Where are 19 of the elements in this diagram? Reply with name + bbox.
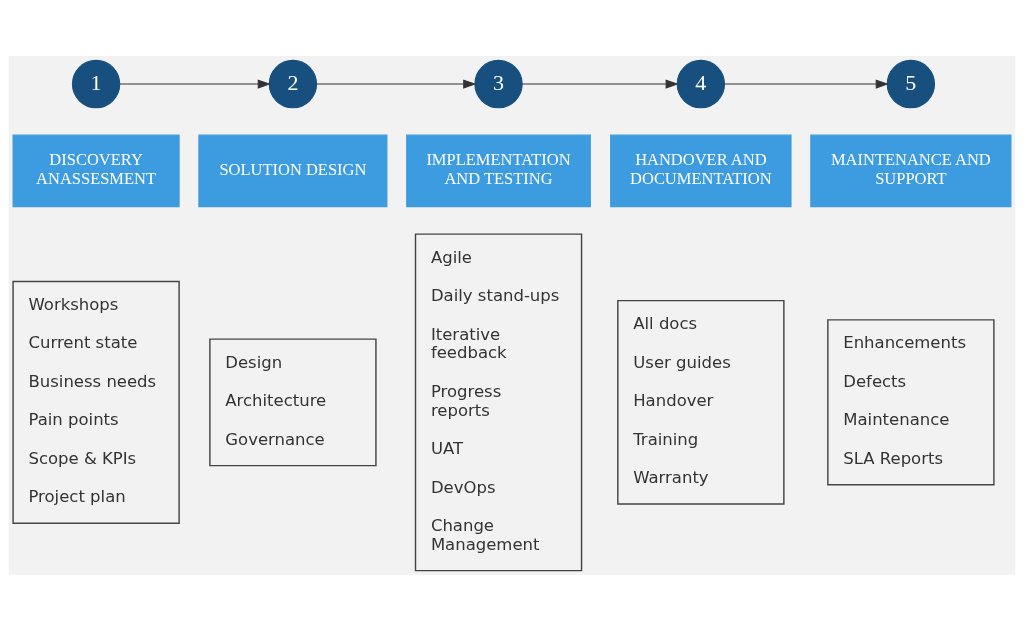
node-box: All docs User guides Handover Training Warranty [617,299,785,505]
node-box: IMPLEMENTATION AND TESTING [406,134,591,207]
node-box: HANDOVER AND DOCUMENTATION [610,134,792,207]
node-box: DISCOVERY ANASSESMENT [12,134,180,207]
node-box: Design Architecture Governance [209,337,377,466]
node-box: SOLUTION DESIGN [198,134,388,207]
node-circle: 5 [886,59,936,108]
arrow [521,78,679,89]
arrow [724,78,889,89]
node-circle: 3 [474,59,523,108]
node-box: Workshops Current state Business needs Pain points Scope & KPIs Project plan [12,280,180,524]
arrow [316,78,477,89]
node-circle: 4 [676,59,726,108]
node-box: Enhancements Defects Maintenance SLA Reports [827,318,995,486]
arrow [119,78,271,89]
node-circle: 1 [71,59,121,108]
node-circle: 2 [268,59,318,108]
node-box: MAINTENANCE AND SUPPORT [810,134,1012,207]
node-box: Agile Daily stand-ups Iterative feedback Progress reports UAT DevOps Change Management [414,232,583,571]
